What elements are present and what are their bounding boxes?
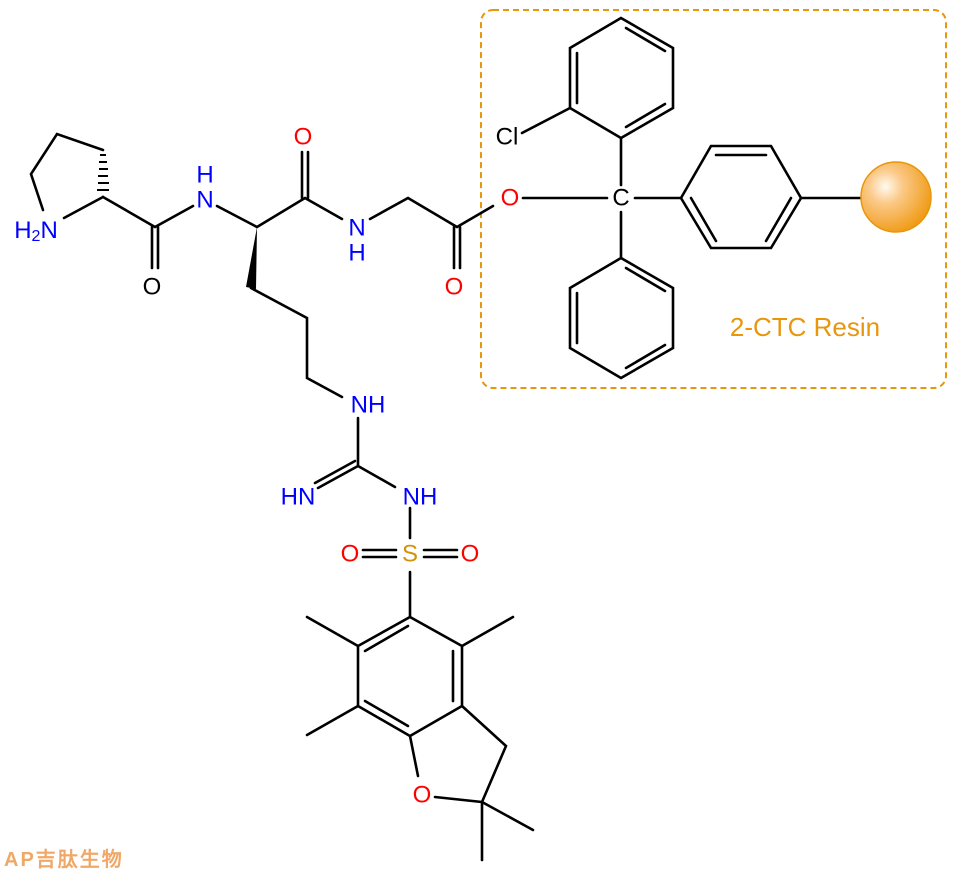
sulfonyl-o-left: O [341,541,360,568]
arg-carbonyl-o: O [294,124,313,151]
imine-hn: HN [281,484,316,511]
amide1-n: N [196,187,213,214]
sulfonyl-o-right: O [461,541,480,568]
sulfonamide-nh: NH [403,484,438,511]
side-chain-nh: NH [351,392,386,419]
resin-label: 2-CTC Resin [730,312,880,342]
amine-label: H2N [14,217,58,245]
logo: AP吉肽生物 [4,849,124,869]
sulfur-label: S [402,541,418,568]
bonds [29,16,864,862]
amide1-h: H [196,162,213,189]
resin-box [480,9,947,389]
ester-o: O [501,185,520,212]
atom-labels: H2N O H N O N H O O C Cl NH HN NH S O O … [14,124,629,809]
trityl-c: C [612,185,629,212]
pro-carbonyl-o: O [143,274,162,301]
gly-carbonyl-o: O [445,274,464,301]
chlorine-label: Cl [496,124,519,151]
furan-o: O [413,782,432,809]
amide2-n: N [348,215,365,242]
amide2-h: H [348,240,365,267]
resin-bead [860,161,932,233]
